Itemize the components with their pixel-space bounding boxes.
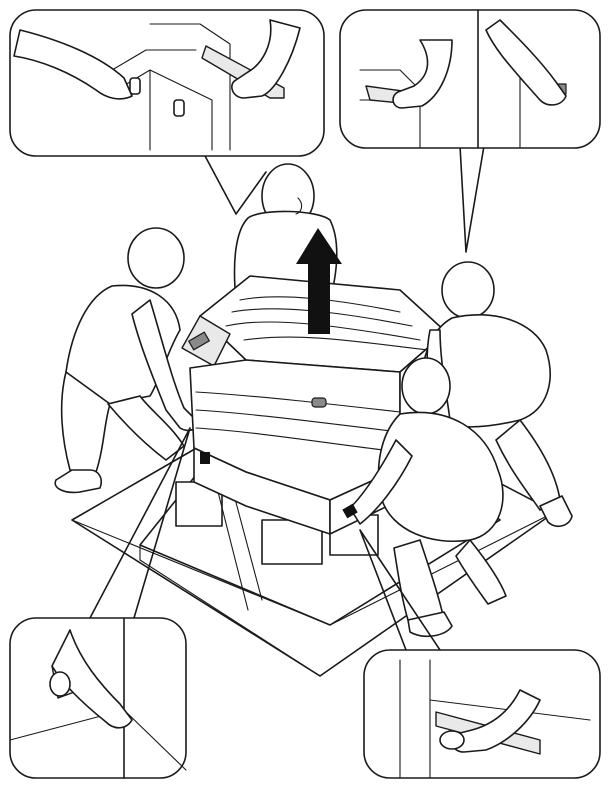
callout-pointers xyxy=(89,145,485,651)
hand-right-gripping xyxy=(231,19,301,99)
pointer-top-right xyxy=(459,145,485,253)
person-right-leg xyxy=(495,419,561,511)
person-right-head xyxy=(441,261,495,319)
display-screen xyxy=(188,331,210,351)
callout-top-left-frame xyxy=(9,9,325,157)
pointer-bottom-left xyxy=(89,427,191,619)
person-front-arm xyxy=(349,439,413,525)
person-left-arm xyxy=(131,299,198,432)
callout-top-right-frame xyxy=(339,9,601,149)
person-front-head xyxy=(401,357,451,415)
pointer-top-left xyxy=(203,153,267,215)
person-right-foot xyxy=(539,495,573,528)
person-front xyxy=(342,357,507,638)
hand-left-reaching xyxy=(13,29,133,100)
callout-top-right xyxy=(339,9,601,149)
person-left-head xyxy=(127,227,185,289)
callout-bottom-left xyxy=(9,617,187,779)
person-left xyxy=(54,227,198,494)
callout-bottom-right xyxy=(363,649,601,779)
hand-bottom-left xyxy=(51,629,133,729)
pointer-bottom-right xyxy=(359,529,441,651)
callout-top-left xyxy=(9,9,325,157)
up-arrow-icon xyxy=(296,228,342,334)
callout-bottom-right-frame xyxy=(363,649,601,779)
hand-top-right-2 xyxy=(485,19,567,106)
person-left-leg xyxy=(60,371,111,473)
person-left-foot xyxy=(54,469,103,494)
printer-handle xyxy=(311,397,327,408)
left-grip-slot xyxy=(200,452,210,464)
hand-top-right-1 xyxy=(392,39,453,109)
